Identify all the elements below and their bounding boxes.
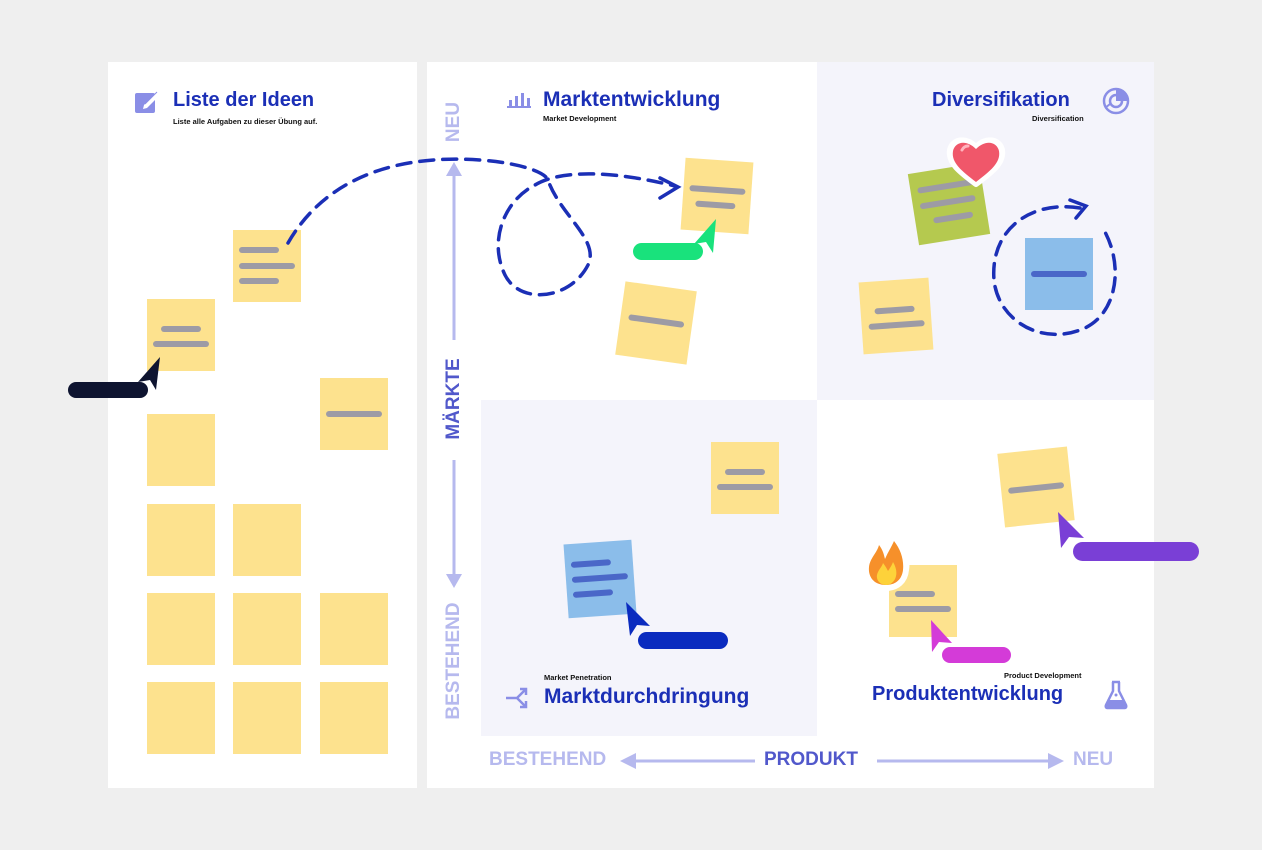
- sticky-note[interactable]: [147, 682, 215, 754]
- axis-horizontal-left: BESTEHEND: [489, 749, 607, 770]
- market-penetration-subtitle: Market Penetration: [544, 673, 612, 682]
- axis-vertical-bottom: BESTEHEND: [443, 602, 464, 720]
- sticky-note[interactable]: [147, 414, 215, 486]
- split-arrows-icon: [505, 686, 533, 710]
- sticky-note[interactable]: [889, 565, 957, 637]
- ideas-title: Liste der Ideen: [173, 89, 315, 111]
- sticky-note[interactable]: [147, 593, 215, 665]
- sticky-note[interactable]: [320, 378, 388, 450]
- diversification-title: Diversifikation: [932, 89, 1070, 111]
- bar-chart-icon: [506, 90, 532, 110]
- product-development-subtitle: Product Development: [1004, 671, 1082, 680]
- axis-horizontal-label: PRODUKT: [764, 749, 858, 770]
- pie-chart-icon: [1101, 86, 1131, 116]
- sticky-note[interactable]: [147, 299, 215, 371]
- sticky-note[interactable]: [680, 157, 754, 235]
- product-development-title: Produktentwicklung: [872, 683, 1064, 705]
- edit-icon: [133, 88, 161, 116]
- sticky-note[interactable]: [233, 504, 301, 576]
- axis-vertical-top: NEU: [443, 101, 464, 143]
- market-development-subtitle: Market Development: [543, 114, 617, 123]
- sticky-note[interactable]: [997, 446, 1075, 528]
- ideas-subtitle: Liste alle Aufgaben zu dieser Übung auf.: [173, 117, 318, 126]
- sticky-note[interactable]: [563, 539, 637, 619]
- sticky-note[interactable]: [147, 504, 215, 576]
- sticky-note[interactable]: [1025, 238, 1093, 310]
- sticky-note[interactable]: [907, 162, 991, 246]
- axis-horizontal-right: NEU: [1073, 749, 1114, 770]
- sticky-note[interactable]: [858, 277, 934, 355]
- diversification-subtitle: Diversification: [1032, 114, 1084, 123]
- sticky-note[interactable]: [320, 682, 388, 754]
- sticky-note[interactable]: [233, 593, 301, 665]
- sticky-note[interactable]: [233, 682, 301, 754]
- sticky-note[interactable]: [233, 230, 301, 302]
- market-development-title: Marktentwicklung: [543, 88, 721, 111]
- market-penetration-title: Marktdurchdringung: [544, 685, 750, 708]
- sticky-note[interactable]: [320, 593, 388, 665]
- axis-vertical-label: MÄRKTE: [443, 358, 464, 440]
- flask-icon: [1103, 680, 1129, 710]
- sticky-note[interactable]: [711, 442, 779, 514]
- sticky-note[interactable]: [615, 281, 697, 365]
